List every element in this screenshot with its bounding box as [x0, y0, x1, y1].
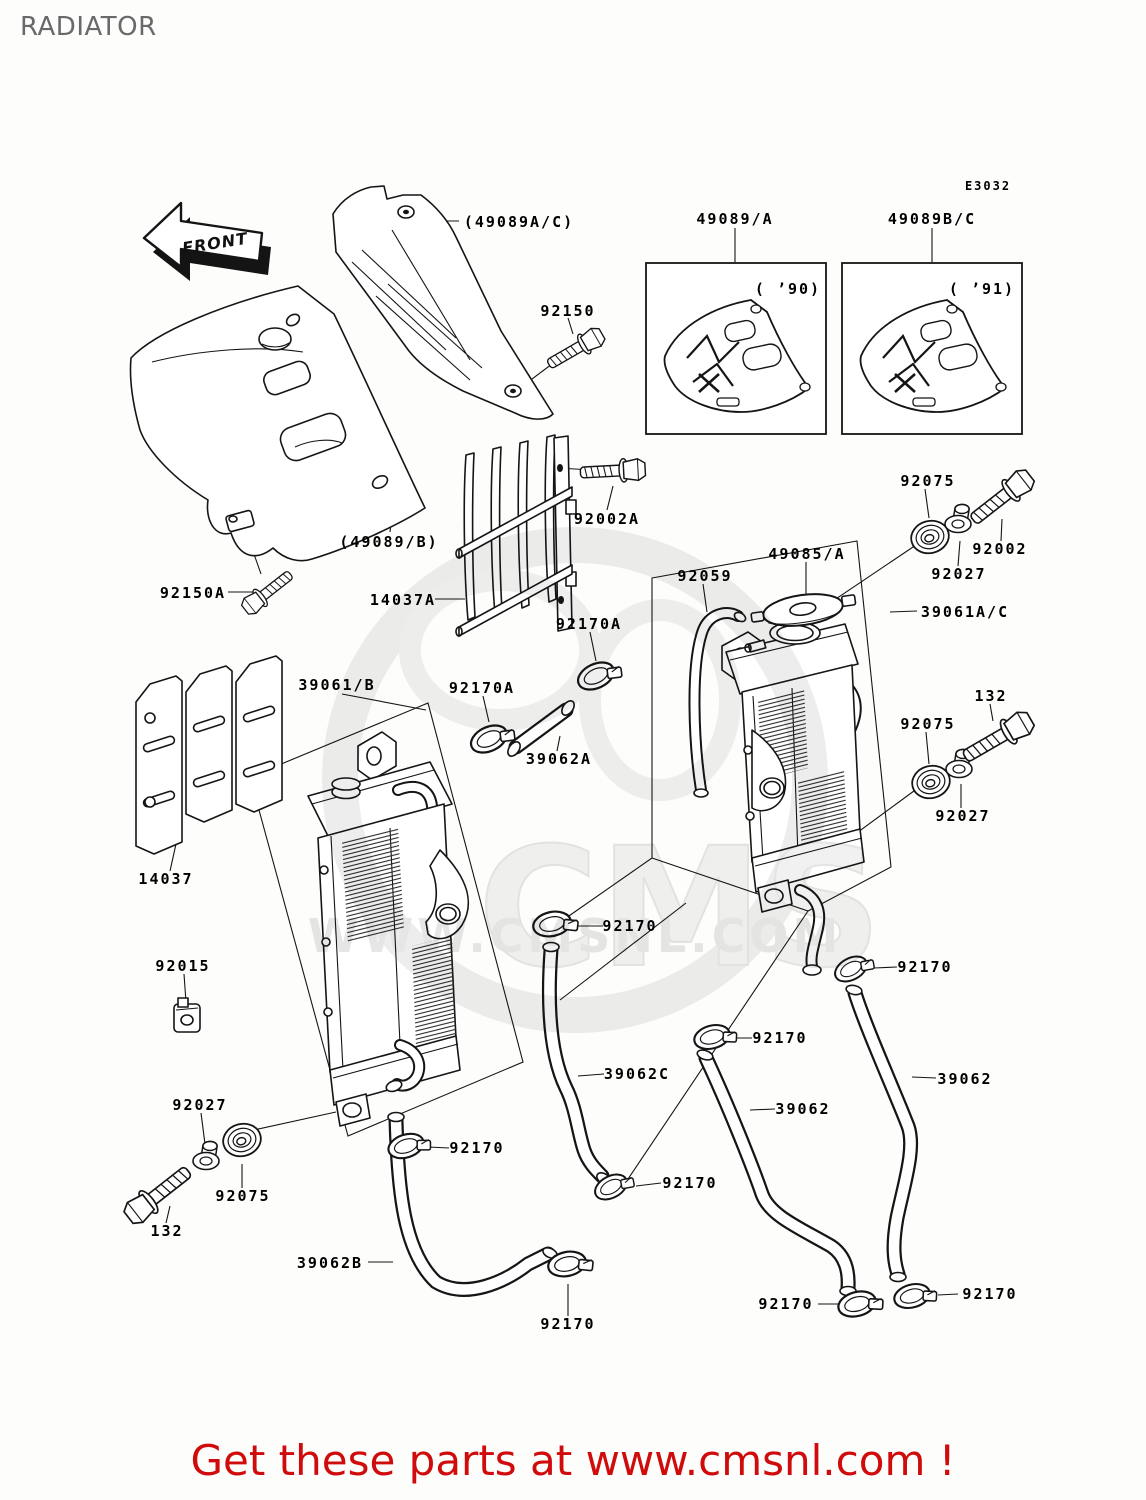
hose-39062a	[507, 700, 575, 757]
page-title: RADIATOR	[20, 12, 157, 42]
front-arrow: FRONT	[142, 201, 271, 281]
variant-year-90: ( ’90)	[754, 280, 822, 298]
variant-part-label-91: 49089B/C	[887, 210, 977, 228]
hose-39062-right	[845, 984, 919, 1283]
diagram-code: E3032	[964, 179, 1012, 193]
hose-clamp	[890, 1277, 941, 1313]
hose-39062b	[387, 1111, 558, 1297]
radiator-right-39061ac	[721, 621, 865, 976]
hose-39062-center	[696, 1049, 857, 1297]
hose-clamp	[529, 905, 582, 941]
side-cover-49089b	[129, 285, 426, 562]
louvre-panel-14037	[135, 655, 283, 855]
variant-box-91	[841, 262, 1023, 435]
radiator-left-39061b	[307, 731, 470, 1127]
promo-banner: Get these parts at www.cmsnl.com !	[190, 1436, 956, 1485]
variant-box-90	[645, 262, 827, 435]
variant-year-91: ( ’91)	[948, 280, 1016, 298]
clip-92015	[173, 997, 201, 1033]
hose-clamp	[829, 947, 878, 988]
bracket-49089ac	[332, 185, 554, 420]
hose-39062c	[541, 941, 612, 1186]
variant-part-label-90: 49089/A	[696, 210, 774, 228]
radiator-grille-14037a	[455, 434, 577, 637]
hose-clamp	[572, 652, 627, 697]
